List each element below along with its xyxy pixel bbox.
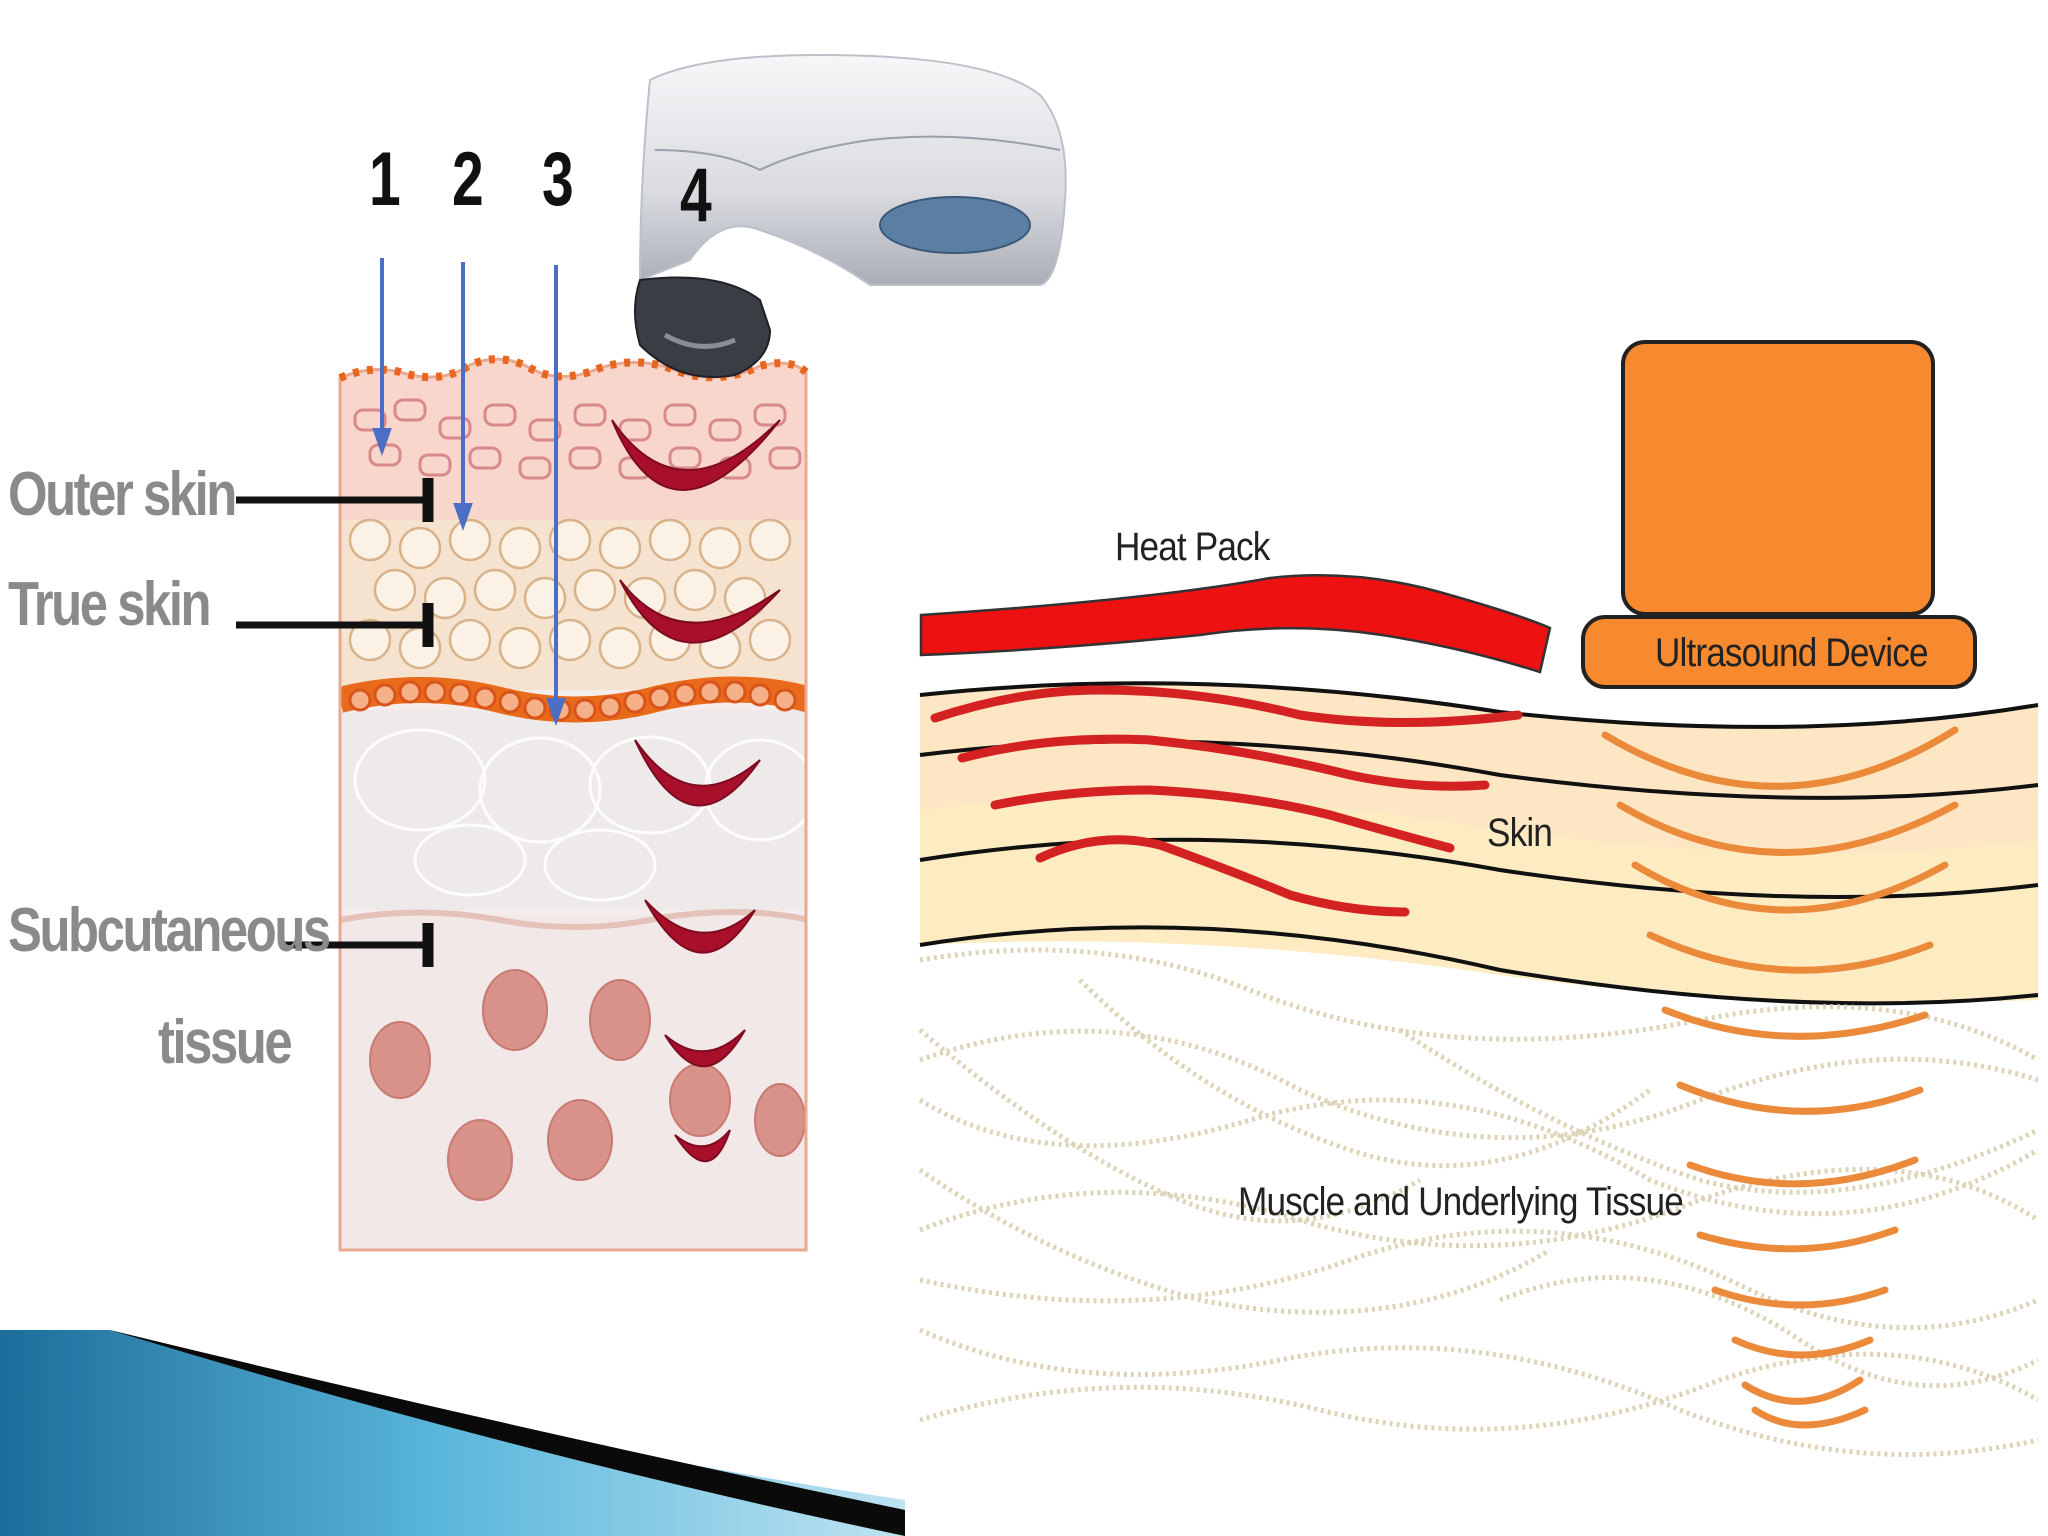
ultrasound-handpiece <box>634 53 1067 378</box>
probe-arrows <box>372 258 566 727</box>
ultrasound-waves <box>1601 726 1959 1429</box>
probe-number-3: 3 <box>542 137 574 222</box>
label-subcutaneous: Subcutaneous <box>8 896 331 965</box>
skin-block-outline <box>338 357 808 1252</box>
muscle-fibers <box>918 947 2040 1458</box>
label-skin: Skin <box>1487 811 1553 855</box>
label-muscle: Muscle and Underlying Tissue <box>1238 1180 1684 1224</box>
probe-number-4: 4 <box>680 153 712 238</box>
label-outer-skin: Outer skin <box>8 460 237 529</box>
heat-ultrasound-diagram <box>918 340 2040 1458</box>
corner-decoration <box>0 1330 2048 1536</box>
skin-block <box>340 360 806 1250</box>
label-leaders <box>236 478 434 967</box>
heat-pack-shape <box>919 574 1552 674</box>
probe-number-2: 2 <box>452 137 484 222</box>
probe-number-1: 1 <box>369 137 401 222</box>
label-tissue: tissue <box>158 1008 293 1077</box>
ultrasound-device <box>1581 340 1977 689</box>
label-true-skin: True skin <box>8 570 212 639</box>
label-ultrasound-device: Ultrasound Device <box>1655 631 1929 675</box>
label-heat-pack: Heat Pack <box>1115 525 1270 569</box>
heat-waves <box>930 685 1523 917</box>
